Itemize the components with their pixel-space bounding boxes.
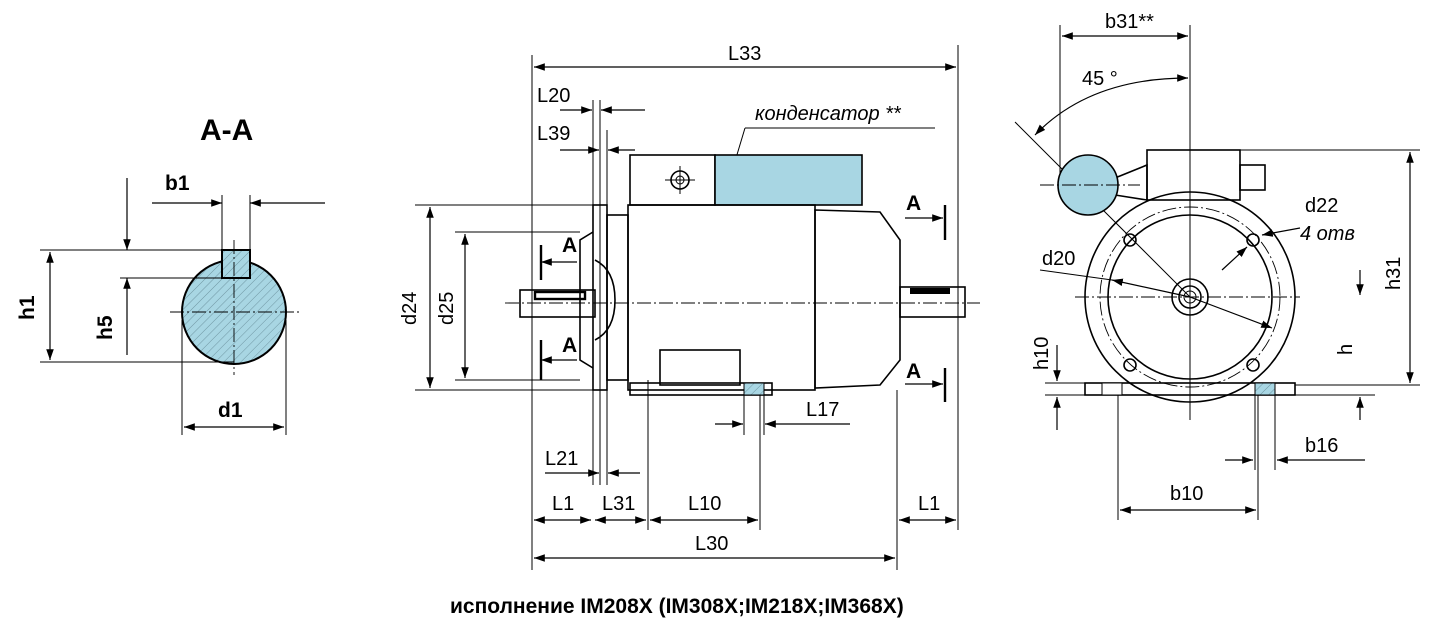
svg-text:A: A [562,234,577,257]
section-marker-right-bottom: A [905,360,947,402]
right-shaft [899,286,966,318]
section-title: A-A [200,114,253,147]
capacitor-label: конденсатор ** [755,103,902,125]
front-view: b31** 45 ° d20 d22 4 отв [1014,11,1420,520]
section-marker-left-bottom: A [539,334,577,380]
dim-L20: L20 [537,85,570,107]
dim-d24: d24 [399,292,421,325]
dim-L21: L21 [545,448,578,470]
svg-text:A: A [906,360,921,383]
dim-L1-right: L1 [918,493,940,515]
dim-d1: d1 [218,399,243,422]
section-marker-right-top: A [905,192,947,240]
dim-b16: b16 [1305,435,1338,457]
dim-L17: L17 [806,399,839,421]
dim-h31: h31 [1383,257,1405,290]
section-a-a: A-A b1 h1 h5 d1 [16,114,325,435]
dim-h10: h10 [1031,337,1053,370]
dim-L31: L31 [602,493,635,515]
dim-L1-left: L1 [552,493,574,515]
svg-text:A: A [562,334,577,357]
dim-b10: b10 [1170,483,1203,505]
left-shaft [519,289,596,318]
holes-count: 4 отв [1300,223,1355,245]
section-marker-left-top: A [539,234,577,280]
dim-b31: b31** [1105,11,1154,33]
dim-L30: L30 [695,533,728,555]
side-view: L33 L20 L39 конденсатор ** [399,43,980,570]
dim-h1: h1 [16,295,39,320]
angle-45: 45 ° [1082,68,1118,90]
caption: исполнение IM208X (IM308X;IM218X;IM368X) [450,595,904,618]
capacitor-box [714,154,863,206]
svg-text:A: A [906,192,921,215]
dim-d22: d22 [1305,195,1338,217]
dim-d25: d25 [436,292,458,325]
dim-h5: h5 [94,315,117,340]
dim-h: h [1335,344,1357,355]
dim-L10: L10 [688,493,721,515]
key [221,249,251,279]
dim-L33: L33 [728,43,761,65]
fan-cover [814,209,901,389]
dim-b1: b1 [165,172,190,195]
dim-L39: L39 [537,123,570,145]
dim-d20: d20 [1042,248,1075,270]
motor-body [627,204,816,391]
